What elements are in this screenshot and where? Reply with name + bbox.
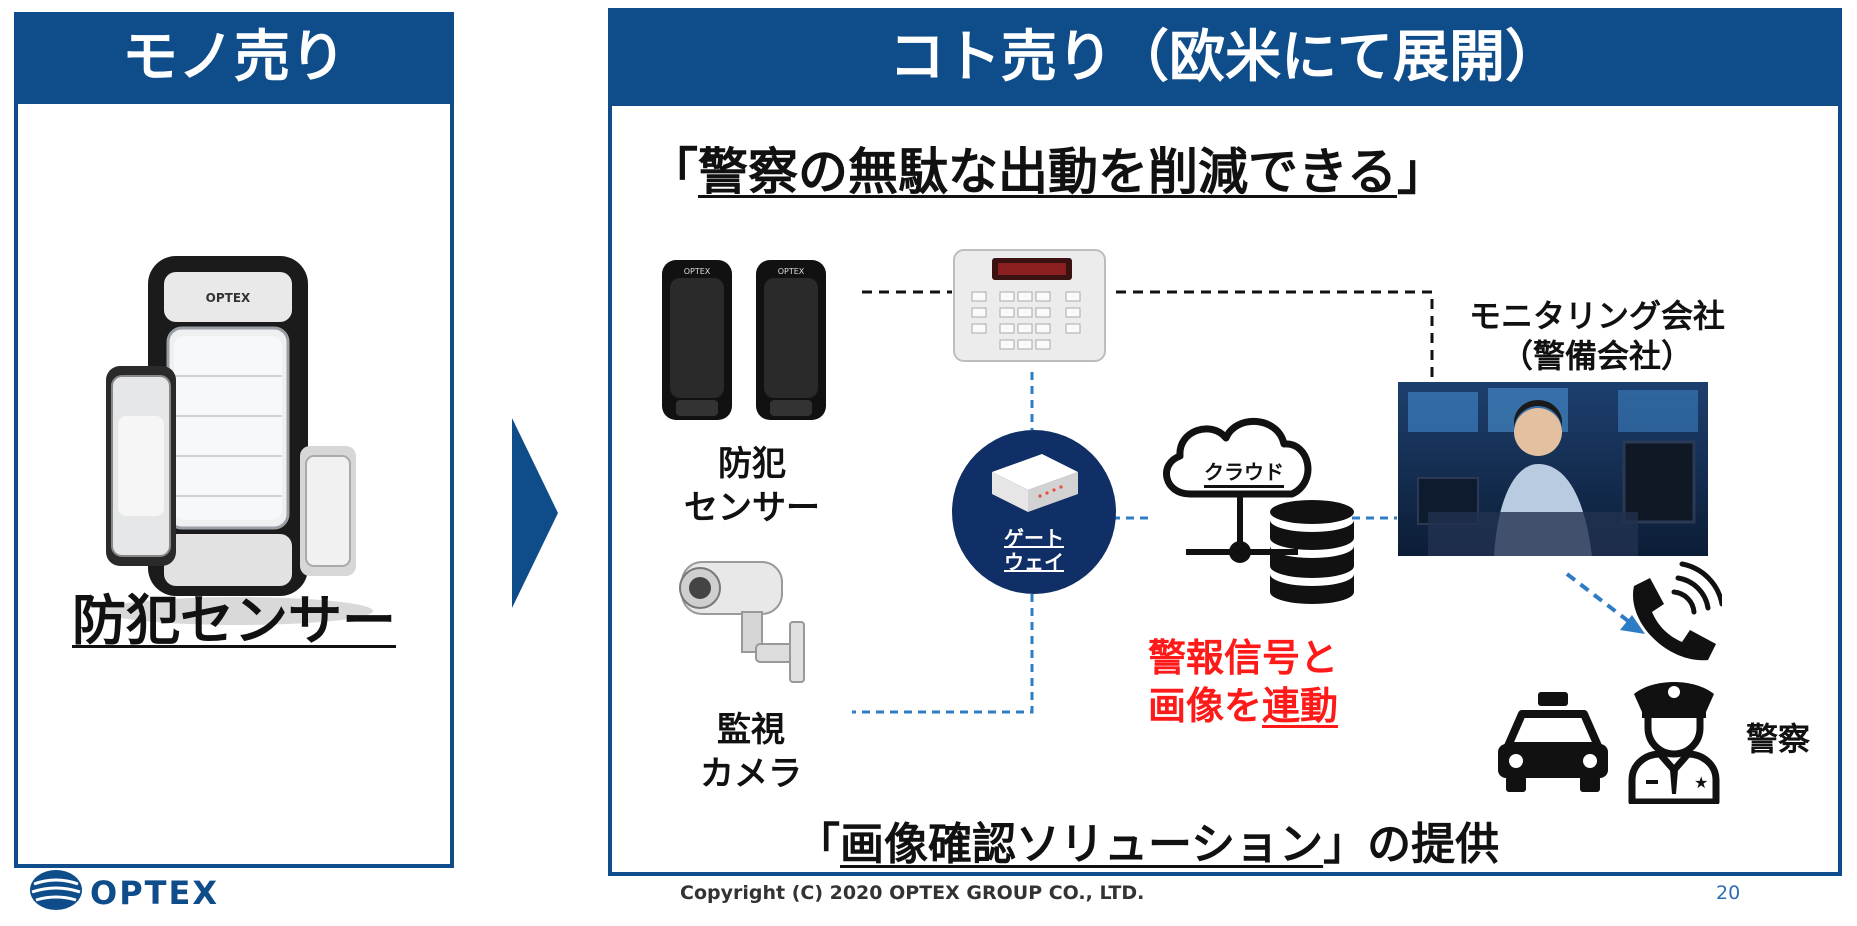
surveillance-camera-image — [679, 561, 805, 683]
copyright-text: Copyright (C) 2020 OPTEX GROUP CO., LTD. — [680, 882, 1145, 904]
camera-label-line1: 監視 — [717, 710, 785, 750]
product-sales-header: モノ売り — [18, 16, 450, 104]
svg-text:★: ★ — [1694, 773, 1708, 792]
sensor-label: 防犯 センサー — [662, 442, 842, 530]
camera-label: 監視 カメラ — [666, 708, 836, 796]
sensor-brand-left: OPTEX — [684, 267, 711, 276]
gateway-label-line2: ウェイ — [1004, 550, 1064, 574]
tagline-open-bracket: 「 — [648, 143, 698, 201]
police-car-icon — [1498, 692, 1608, 792]
outdoor-sensor-product-image: OPTEX — [103, 256, 373, 625]
optex-logo: OPTEX — [30, 870, 219, 912]
product-label: 防犯センサー — [72, 589, 396, 652]
alarm-text-line2: 画像を連動 — [1148, 682, 1338, 730]
phone-ringing-icon — [1633, 561, 1722, 661]
alarm-text-line2-prefix: 画像を — [1148, 684, 1263, 728]
sensor-label-line1: 防犯 — [718, 444, 786, 484]
database-icon — [1270, 500, 1354, 604]
alarm-keypad-image — [953, 249, 1106, 362]
tagline-text: 警察の無駄な出動を削減できる — [698, 143, 1397, 201]
alarm-image-link-text: 警報信号と 画像を連動 — [1148, 634, 1338, 730]
product-sales-panel: モノ売り OPTEX 防犯センサー — [14, 12, 454, 868]
connection-lines — [852, 290, 1645, 714]
gateway-node: ゲート ウェイ — [952, 430, 1116, 594]
alarm-text-line2-underlined: 連動 — [1262, 684, 1339, 728]
police-officer-icon: ★ — [1628, 682, 1720, 804]
monitoring-center-photo — [1398, 382, 1708, 556]
tagline-close-bracket: 」 — [1397, 143, 1447, 201]
sensor-brand-right: OPTEX — [778, 267, 805, 276]
monitoring-label-line1: モニタリング会社 — [1468, 297, 1725, 335]
chevron-right-icon — [512, 418, 558, 608]
police-label: 警察 — [1746, 720, 1811, 758]
cloud-label: クラウド — [1204, 460, 1284, 484]
gateway-label-line1: ゲート — [1004, 526, 1064, 550]
monitoring-label-line2: （警備会社） — [1500, 337, 1693, 375]
page-number: 20 — [1716, 882, 1741, 904]
solution-close-bracket: 」 — [1323, 819, 1368, 870]
monitoring-company-label: モニタリング会社 （警備会社） — [1442, 296, 1752, 376]
sensor-label-line2: センサー — [684, 488, 820, 528]
solution-open-bracket: 「 — [796, 819, 840, 870]
service-sales-panel: コト売り（欧米にて展開） 「警察の無駄な出動を削減できる」 OPTEX — [608, 8, 1842, 876]
alarm-text-line1: 警報信号と — [1148, 636, 1339, 680]
solution-suffix: の提供 — [1367, 819, 1500, 870]
solution-line: 「画像確認ソリューション」の提供 — [796, 808, 1499, 872]
camera-label-line2: カメラ — [700, 754, 802, 794]
service-sales-header: コト売り（欧米にて展開） — [612, 12, 1838, 106]
gateway-device-image — [992, 454, 1078, 512]
tagline: 「警察の無駄な出動を削減できる」 — [648, 132, 1447, 204]
optex-logo-text: OPTEX — [90, 874, 219, 912]
solution-text: 画像確認ソリューション — [840, 819, 1324, 870]
gateway-label: ゲート ウェイ — [952, 526, 1116, 574]
beam-sensor-image: OPTEX OPTEX — [662, 260, 826, 420]
svg-text:OPTEX: OPTEX — [206, 291, 251, 305]
cloud-icon — [1163, 418, 1312, 563]
